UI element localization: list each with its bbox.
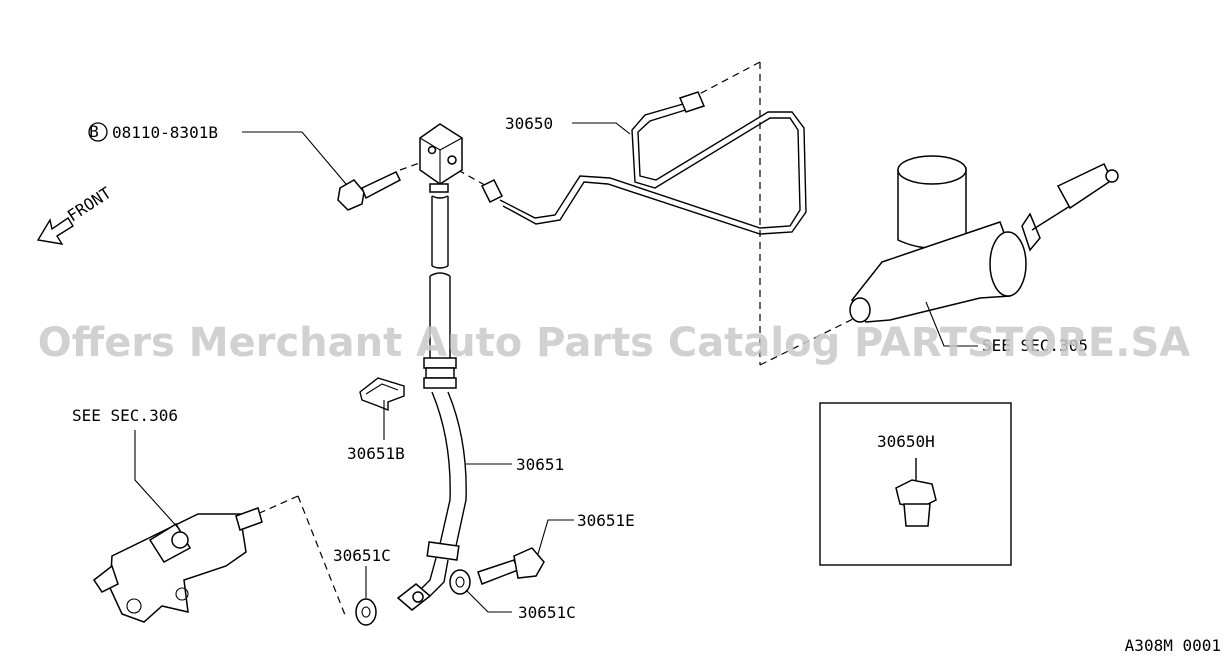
callout-30651C-right: 30651C [518, 603, 576, 622]
diagram-code: A308M 0001 [1125, 636, 1221, 655]
callout-08110-8301B: 08110-8301B [112, 123, 218, 142]
callout-30651E: 30651E [577, 511, 635, 530]
bolt-08110 [337, 171, 401, 211]
clutch-pipe [480, 91, 807, 235]
front-arrow: FRONT [36, 183, 115, 245]
slave-cylinder [92, 507, 263, 623]
hard-tube [429, 183, 449, 269]
bolt-marker-circle [88, 122, 108, 142]
callout-see-sec-306: SEE SEC.306 [72, 406, 178, 425]
clip-30651B [359, 377, 405, 412]
watermark: Offers Merchant Auto Parts Catalog PARTS… [38, 320, 1190, 366]
callout-see-sec-305: SEE SEC.305 [982, 336, 1088, 355]
master-cylinder [849, 155, 1119, 323]
callout-30650H: 30650H [877, 432, 935, 451]
union-bolt [477, 547, 545, 585]
junction-block [419, 123, 463, 185]
callout-30651B: 30651B [347, 444, 405, 463]
callout-30651: 30651 [516, 455, 564, 474]
leader-lines [134, 122, 978, 613]
front-label: FRONT [64, 183, 115, 225]
callout-30651C-left: 30651C [333, 546, 391, 565]
inset-box [819, 402, 1012, 566]
flex-hose [396, 272, 467, 611]
bolt-marker-label: B [89, 122, 99, 141]
washer-left [355, 598, 377, 626]
callout-30650: 30650 [505, 114, 553, 133]
washer-right [449, 569, 471, 595]
